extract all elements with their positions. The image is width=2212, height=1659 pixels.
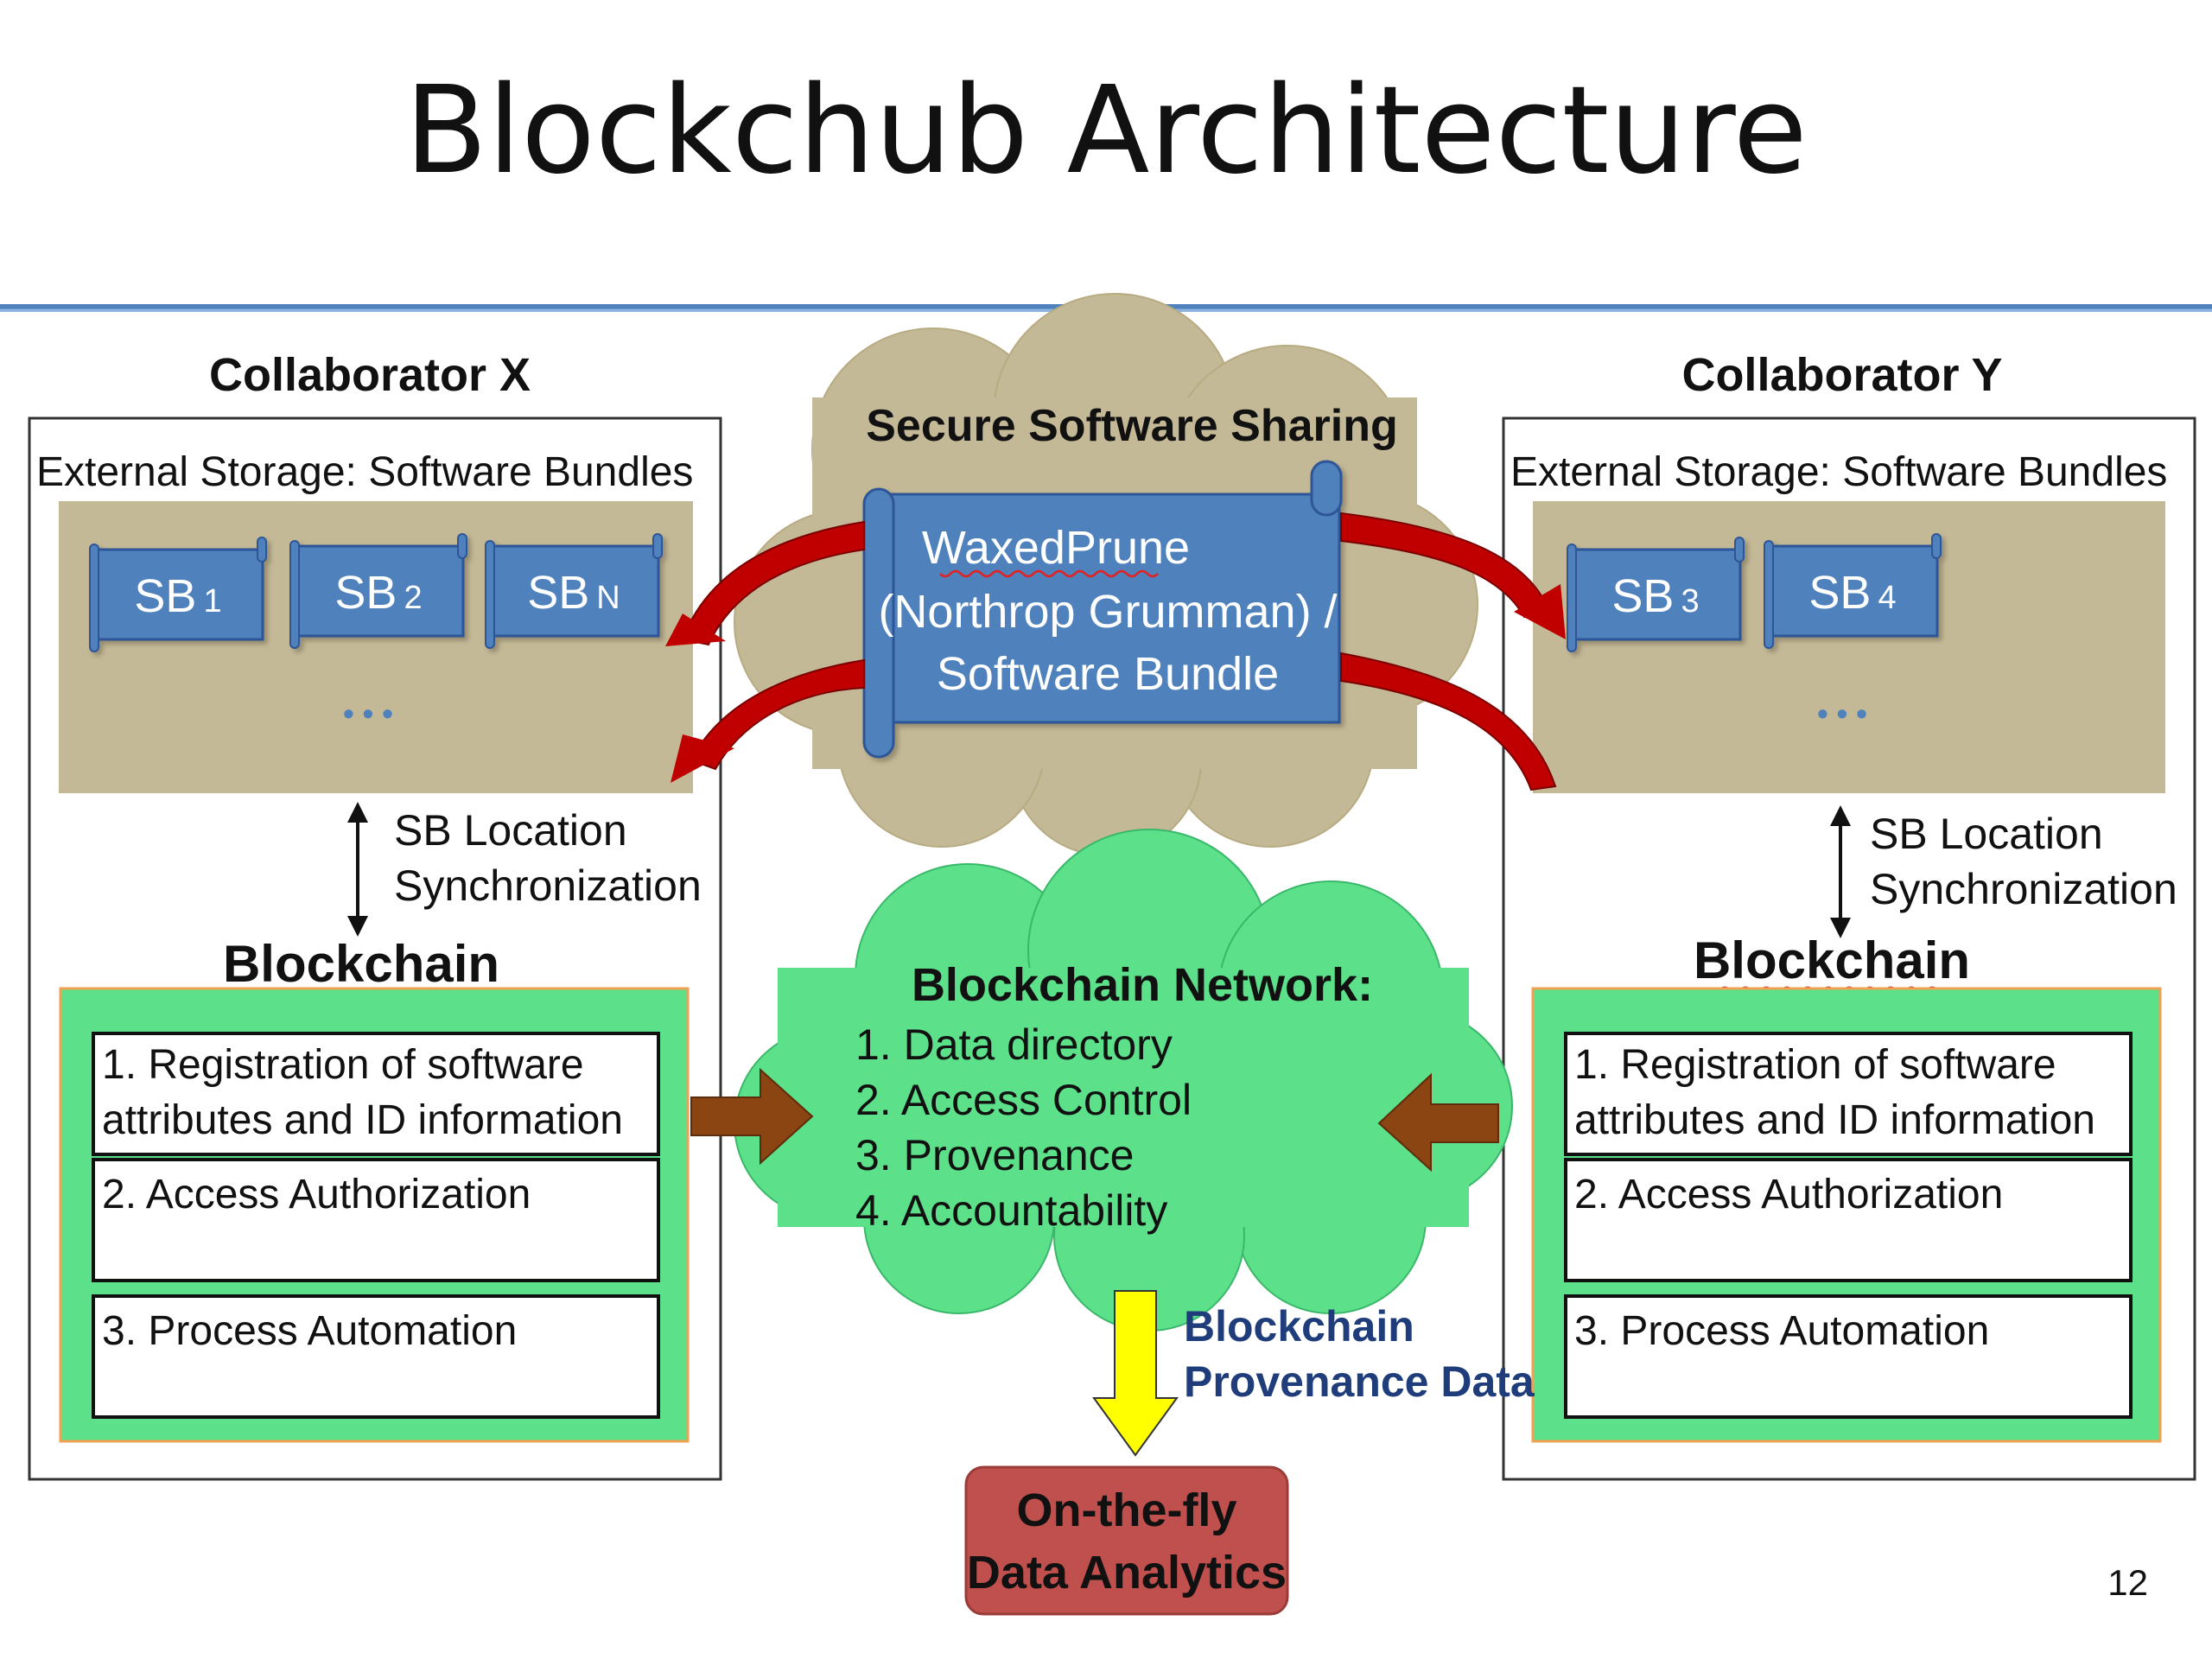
step-text: 1. Registration of software xyxy=(102,1042,584,1088)
step-text: 1. Registration of software xyxy=(1574,1042,2056,1088)
svg-text:SB2: SB2 xyxy=(334,567,422,619)
step-process-automation[interactable]: 3. Process Automation xyxy=(92,1294,660,1419)
network-item: 2. Access Control xyxy=(855,1076,1192,1124)
sync-label-line1: SB Location xyxy=(1870,810,2103,858)
bundle-subscript: 4 xyxy=(1878,580,1896,616)
bundle-subscript: 2 xyxy=(404,580,422,616)
brown-arrow-right-icon xyxy=(690,1067,814,1166)
step-access-authorization[interactable]: 2. Access Authorization xyxy=(1564,1158,2133,1282)
bundle-label: SB xyxy=(1611,570,1674,622)
curved-arrow-to-x-bottom xyxy=(671,658,865,783)
step-registration[interactable]: 1. Registration of software attributes a… xyxy=(1564,1032,2133,1156)
curved-arrow-to-x-top xyxy=(665,520,865,646)
curved-arrow-to-y-top xyxy=(1340,512,1566,639)
step-text: 3. Process Automation xyxy=(102,1308,517,1354)
collaborator-y-panel: Collaborator Y External Storage: Softwar… xyxy=(1502,349,2196,1481)
network-cloud-title: Blockchain Network: xyxy=(912,959,1373,1011)
svg-text:SBN: SBN xyxy=(527,567,620,619)
bundle-ellipsis: • • • xyxy=(1817,696,1867,731)
bundle-label: SB xyxy=(334,567,397,619)
bundle-ellipsis: • • • xyxy=(343,696,393,731)
yellow-down-arrow-icon xyxy=(1092,1290,1179,1457)
scroll-line3: Software Bundle xyxy=(937,648,1279,700)
network-item: 3. Provenance xyxy=(855,1131,1134,1179)
sync-label-line2: Synchronization xyxy=(1870,865,2177,913)
spellcheck-squiggle xyxy=(939,569,1159,578)
scroll-line2: (Northrop Grumman) / xyxy=(878,586,1337,638)
provenance-label-line2: Provenance Data xyxy=(1184,1357,1535,1406)
network-item: 4. Accountability xyxy=(855,1186,1167,1235)
bundle-subscript: 1 xyxy=(203,583,221,620)
sync-label-line2: Synchronization xyxy=(394,861,702,910)
step-registration[interactable]: 1. Registration of software attributes a… xyxy=(92,1032,660,1156)
step-text: 3. Process Automation xyxy=(1574,1308,1989,1354)
curved-arrow-to-y-bottom xyxy=(1340,652,1557,791)
step-access-authorization[interactable]: 2. Access Authorization xyxy=(92,1158,660,1282)
bundle-subscript: N xyxy=(596,580,620,616)
analytics-line1: On-the-fly xyxy=(1017,1484,1237,1536)
step-process-automation[interactable]: 3. Process Automation xyxy=(1564,1294,2133,1419)
bundle-label: SB xyxy=(1808,567,1871,619)
bundle-label: SB xyxy=(134,570,196,622)
blockchain-label: Blockchain xyxy=(223,935,499,993)
slide-title: Blockchub Architecture xyxy=(404,60,1808,201)
collaborator-y-storage-label: External Storage: Software Bundles xyxy=(1510,449,2167,495)
brown-arrow-left-icon xyxy=(1377,1072,1499,1173)
step-text: 2. Access Authorization xyxy=(1574,1172,2003,1217)
network-item: 1. Data directory xyxy=(855,1020,1173,1069)
svg-text:SB1: SB1 xyxy=(134,570,221,622)
blockchain-network-cloud: Blockchain Network: 1. Data directory 2.… xyxy=(734,829,1513,1332)
bundle-subscript: 3 xyxy=(1681,583,1699,620)
step-text: 2. Access Authorization xyxy=(102,1172,531,1217)
page-number: 12 xyxy=(2107,1562,2148,1603)
collaborator-x-panel: Collaborator X External Storage: Softwar… xyxy=(28,349,722,1481)
secure-sharing-cloud: Secure Software Sharing WaxedPrune (Nort… xyxy=(734,293,1478,856)
data-analytics-box[interactable]: On-the-fly Data Analytics xyxy=(964,1465,1289,1616)
scroll-line1: WaxedPrune xyxy=(922,522,1190,574)
sync-label-line1: SB Location xyxy=(394,806,627,855)
blockchain-label: Blockchain xyxy=(1694,931,1970,989)
step-text: attributes and ID information xyxy=(102,1097,623,1143)
waxedprune-scroll[interactable]: WaxedPrune (Northrop Grumman) / Software… xyxy=(862,460,1343,759)
collaborator-y-title: Collaborator Y xyxy=(1681,349,2002,401)
sharing-cloud-title: Secure Software Sharing xyxy=(866,401,1398,451)
svg-text:SB3: SB3 xyxy=(1611,570,1699,622)
analytics-line2: Data Analytics xyxy=(967,1547,1287,1599)
bundle-label: SB xyxy=(527,567,589,619)
provenance-label-line1: Blockchain xyxy=(1184,1302,1414,1351)
svg-text:SB4: SB4 xyxy=(1808,567,1896,619)
step-text: attributes and ID information xyxy=(1574,1097,2095,1143)
collaborator-x-storage-label: External Storage: Software Bundles xyxy=(36,449,693,495)
collaborator-x-title: Collaborator X xyxy=(209,349,531,401)
